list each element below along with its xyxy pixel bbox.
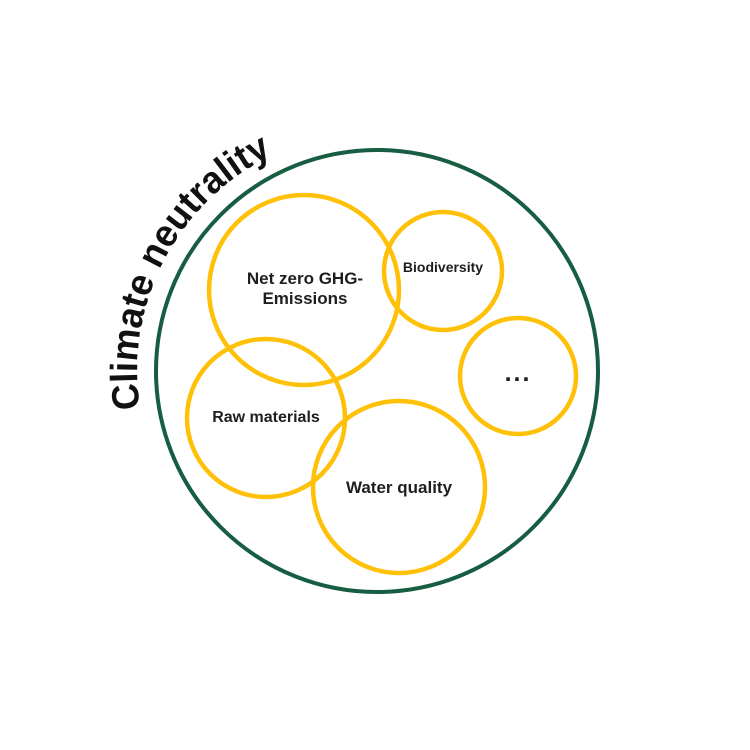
- topic-circle-net-zero-ghg-emissions: [206, 192, 402, 388]
- label-net-zero-line2: Emissions: [262, 289, 347, 308]
- label-net-zero-line1: Net zero GHG-: [247, 269, 363, 288]
- topic-circle-more: [457, 315, 579, 437]
- label-water-quality: Water quality: [346, 478, 453, 497]
- topic-circle-biodiversity: [381, 209, 505, 333]
- label-raw-materials: Raw materials: [212, 409, 320, 426]
- label-biodiversity: Biodiversity: [403, 259, 483, 275]
- topic-circle-water-quality: [310, 398, 488, 576]
- outer-circle-climate-neutrality: [154, 148, 600, 594]
- label-more-ellipsis: ...: [505, 359, 532, 387]
